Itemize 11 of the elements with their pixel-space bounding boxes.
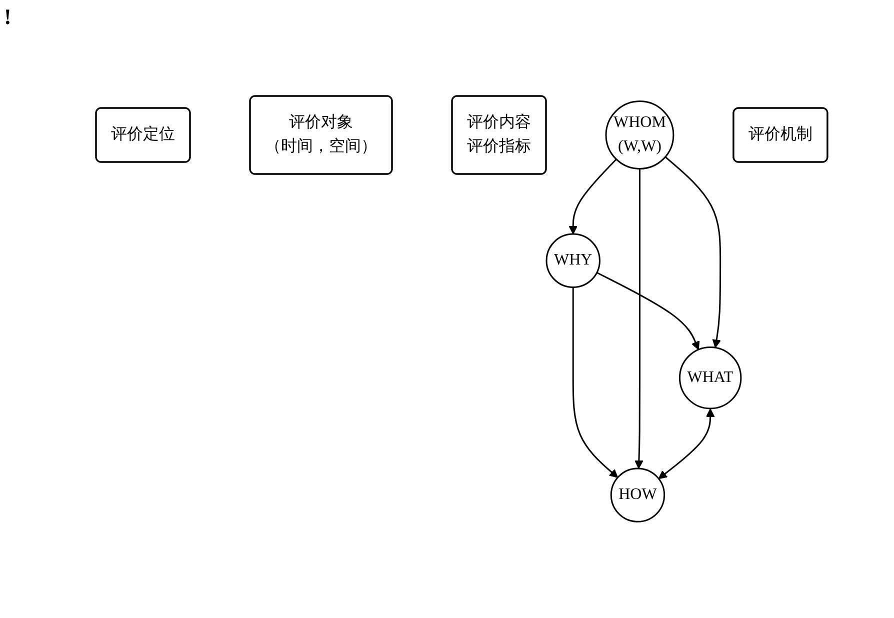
arrow	[665, 156, 722, 348]
node-circle: WHOM (W,W)	[606, 100, 674, 170]
node-circle: WHY	[546, 233, 601, 288]
arrow	[569, 158, 618, 235]
node-circle: HOW	[610, 468, 666, 523]
note-text: !	[4, 4, 12, 29]
arrow	[596, 272, 700, 350]
arrow	[634, 168, 644, 470]
arrow	[572, 287, 618, 478]
node-circle: WHAT	[679, 346, 742, 410]
arrow	[658, 408, 715, 480]
